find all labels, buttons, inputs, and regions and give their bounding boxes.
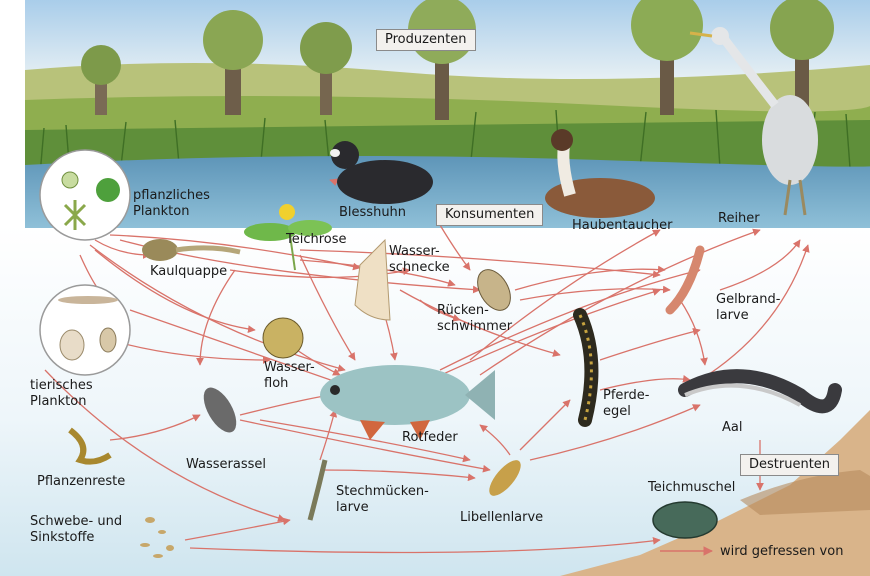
- label-plant-debris: Pflanzenreste: [37, 474, 125, 490]
- decomposers-label: Destruenten: [740, 454, 839, 476]
- label-eel: Aal: [722, 420, 742, 436]
- label-isopod: Wasserassel: [186, 457, 266, 473]
- label-animal-plankton: tierischesPlankton: [30, 378, 93, 410]
- label-water-flea: Wasser-floh: [264, 360, 315, 392]
- label-leech: Pferde-egel: [603, 388, 649, 420]
- label-mosquito-larva: Stechmücken-larve: [336, 484, 429, 516]
- mussel: [653, 502, 717, 538]
- label-plant-plankton: pflanzlichesPlankton: [133, 188, 210, 220]
- water-flea: [263, 318, 303, 358]
- consumers-label: Konsumenten: [436, 204, 543, 226]
- label-beetle-larva: Gelbrand-larve: [716, 292, 780, 324]
- animal-plankton-inset: [40, 285, 130, 375]
- label-backswimmer: Rücken-schwimmer: [437, 303, 512, 335]
- legend-label: wird gefressen von: [720, 544, 843, 559]
- label-water-lily: Teichrose: [286, 232, 347, 248]
- label-heron: Reiher: [718, 211, 760, 227]
- label-snail: Wasser-schnecke: [389, 244, 450, 276]
- plant-plankton-inset: [40, 150, 130, 240]
- label-coot: Blesshuhn: [339, 205, 406, 221]
- label-suspended-matter: Schwebe- undSinkstoffe: [30, 514, 122, 546]
- label-grebe: Haubentaucher: [572, 218, 673, 234]
- label-mussel: Teichmuschel: [648, 480, 735, 496]
- label-dragonfly-larva: Libellenlarve: [460, 510, 543, 526]
- producers-label: Produzenten: [376, 29, 476, 51]
- label-rudd: Rotfeder: [402, 430, 458, 446]
- label-tadpole: Kaulquappe: [150, 264, 227, 280]
